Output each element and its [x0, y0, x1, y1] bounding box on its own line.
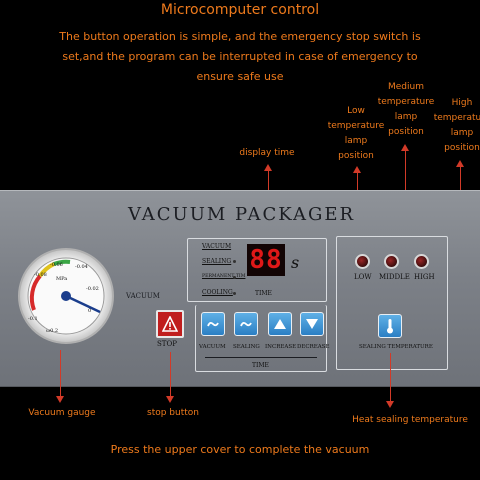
stop-button[interactable]	[156, 310, 184, 338]
description-line: The button operation is simple, and the …	[59, 30, 421, 43]
status-vacuum: VACUUM	[202, 243, 232, 250]
callout-vacuum-gauge: Vacuum gauge	[28, 408, 96, 418]
sealing-temperature-label: SEALING TEMPERATURE	[359, 344, 433, 350]
arrow-line	[170, 352, 171, 398]
page-title: Microcomputer control	[160, 2, 320, 18]
lamp-label-high: HIGH	[414, 273, 435, 281]
gauge-tick: -0.02	[86, 286, 99, 292]
callout-line: position	[338, 151, 374, 161]
description-line: set,and the program can be interrupted i…	[62, 50, 418, 63]
callout-line: Low	[347, 106, 365, 116]
gauge-unit: MPa	[56, 276, 68, 282]
lamp-label-middle: MIDDLE	[379, 273, 410, 281]
triangle-up-icon	[274, 319, 286, 329]
gauge-tick: -0.1	[28, 316, 38, 322]
callout-line: temperature	[377, 97, 435, 107]
status-led	[233, 292, 236, 295]
description-line: ensure safe use	[196, 70, 284, 83]
swirl-icon	[240, 321, 252, 327]
decrease-button-label: DECREASE	[297, 344, 330, 350]
callout-medium-lamp: Medium temperature lamp position	[376, 80, 436, 140]
arrow-line	[390, 353, 391, 403]
gauge-tick: 0	[88, 308, 92, 314]
divider	[205, 357, 317, 358]
status-sealing: SEALING	[202, 258, 232, 265]
gauge-tick: -0.04	[75, 264, 88, 270]
increase-button[interactable]	[268, 312, 292, 336]
callout-line: position	[388, 127, 424, 137]
arrow-head	[166, 396, 174, 403]
callout-line: Medium	[388, 82, 424, 92]
callout-line: temperature	[433, 113, 480, 123]
gauge-dial-icon	[27, 257, 105, 335]
triangle-down-icon	[306, 319, 318, 329]
arrow-head	[56, 396, 64, 403]
gauge-tick: -0.08	[34, 272, 47, 278]
status-led	[233, 276, 236, 279]
vacuum-gauge	[18, 248, 114, 344]
timer-display-box	[187, 238, 327, 302]
temperature-box	[336, 236, 448, 370]
low-temp-lamp	[355, 254, 370, 269]
status-cooling: COOLING	[202, 289, 233, 296]
callout-line: temperature	[327, 121, 385, 131]
arrow-line	[60, 350, 61, 398]
display-unit: s	[291, 253, 300, 272]
swirl-icon	[207, 321, 219, 327]
callout-heat-sealing: Heat sealing temperature	[352, 415, 468, 425]
callout-low-lamp: Low temperature lamp position	[326, 104, 386, 164]
time-display: 88	[247, 244, 285, 276]
callout-line: position	[444, 143, 480, 153]
sealing-temperature-button[interactable]	[378, 314, 402, 338]
vacuum-label: VACUUM	[126, 292, 160, 300]
vacuum-button-label: VACUUM	[199, 344, 226, 350]
lamp-label-low: LOW	[354, 273, 372, 281]
gauge-mark: ω0.2	[46, 328, 59, 334]
sealing-button[interactable]	[234, 312, 258, 336]
time-buttons-box	[195, 305, 327, 372]
description: The button operation is simple, and the …	[20, 27, 460, 87]
callout-high-lamp: High temperature lamp position	[432, 96, 480, 156]
arrow-head	[386, 401, 394, 408]
high-temp-lamp	[414, 254, 429, 269]
stop-label: STOP	[157, 340, 177, 348]
arrow-head	[401, 144, 409, 151]
callout-line: lamp	[344, 136, 368, 146]
callout-display-time: display time	[239, 148, 295, 158]
sealing-button-label: SEALING	[233, 344, 260, 350]
decrease-button[interactable]	[300, 312, 324, 336]
arrow-head	[456, 160, 464, 167]
middle-temp-lamp	[384, 254, 399, 269]
callout-line: High	[451, 98, 473, 108]
display-caption: TIME	[255, 290, 272, 297]
status-permanent: PERMANENT TIM	[202, 274, 246, 279]
thermometer-icon	[387, 319, 393, 334]
footer-note: Press the upper cover to complete the va…	[110, 443, 370, 456]
panel-brand: VACUUM PACKAGER	[128, 204, 356, 225]
increase-button-label: INCREASE	[265, 344, 297, 350]
gauge-tick: -0.06	[50, 262, 63, 268]
warning-icon	[162, 316, 178, 332]
arrow-head	[264, 164, 272, 171]
status-led	[233, 260, 236, 263]
arrow-head	[353, 166, 361, 173]
callout-line: lamp	[394, 112, 418, 122]
buttons-caption: TIME	[252, 362, 269, 369]
callout-stop-button: stop button	[147, 408, 199, 418]
vacuum-button[interactable]	[201, 312, 225, 336]
callout-line: lamp	[450, 128, 474, 138]
